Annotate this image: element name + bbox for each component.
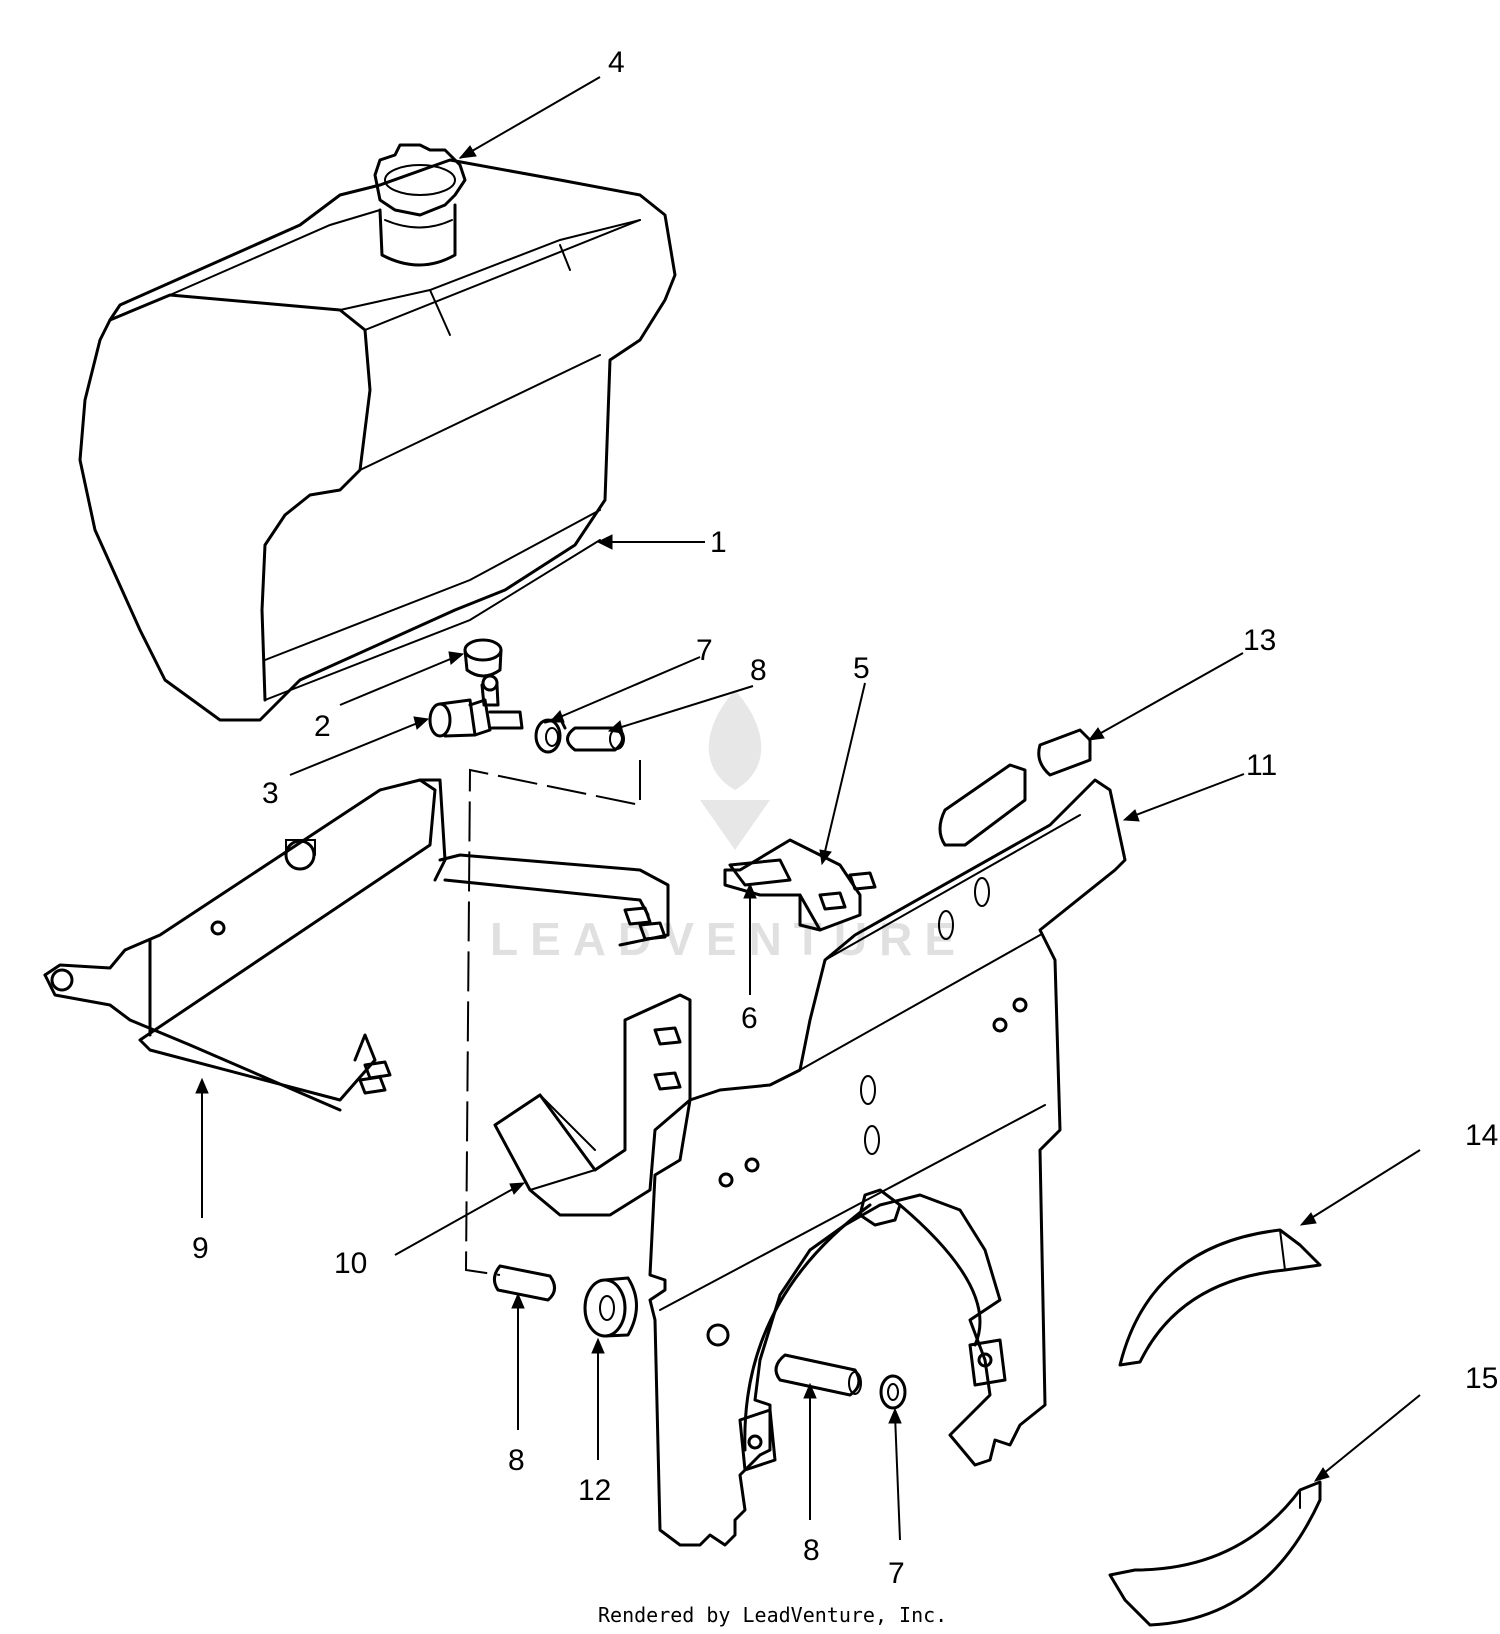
bracket-stud-bolts [358,871,877,1095]
callout-8-lower-center: 8 [803,1534,820,1567]
fuel-tank [78,158,677,722]
callout-1: 1 [710,526,727,559]
grommet [463,638,503,678]
fuel-shutoff-valve [428,674,524,738]
callout-6: 6 [741,1002,758,1035]
callout-labels: 4 1 2 3 7 8 5 13 11 6 9 10 14 15 8 12 8 … [192,46,1498,1590]
callout-2: 2 [314,710,331,743]
bushing [583,1276,638,1338]
belt-guide [738,1203,1007,1472]
callout-7-upper: 7 [696,634,713,667]
pulley-segment-lower [1108,1480,1322,1627]
footer-credit: Rendered by LeadVenture, Inc. [598,1603,947,1627]
leader-lines [195,76,1421,1541]
rubber-bumper [938,728,1092,847]
spacer [728,858,792,887]
fuel-line-lower-left [493,1264,556,1302]
callout-13: 13 [1243,624,1276,657]
callout-7-lower: 7 [888,1557,905,1590]
watermark-logo [700,690,770,850]
callout-8-upper: 8 [750,654,767,687]
hose-clamp-upper [534,716,567,754]
hose-clamp-lower [879,1374,907,1410]
lower-support-bracket [493,993,692,1217]
callout-9: 9 [192,1232,209,1265]
fuel-cap [373,143,467,267]
callout-4: 4 [608,46,625,79]
callout-15: 15 [1465,1362,1498,1395]
callout-8-lower-left: 8 [508,1444,525,1477]
callout-10: 10 [334,1247,367,1280]
mounting-plate [648,778,1127,1547]
callout-11: 11 [1246,749,1277,782]
callout-14: 14 [1465,1119,1498,1152]
callout-3: 3 [262,777,279,810]
assembly-path-line [464,760,641,1276]
pulley-segment-upper [1118,1228,1322,1367]
tank-bracket [43,778,670,1112]
pin-lower-center [774,1353,862,1397]
callout-5: 5 [853,652,870,685]
callout-12: 12 [578,1474,611,1507]
